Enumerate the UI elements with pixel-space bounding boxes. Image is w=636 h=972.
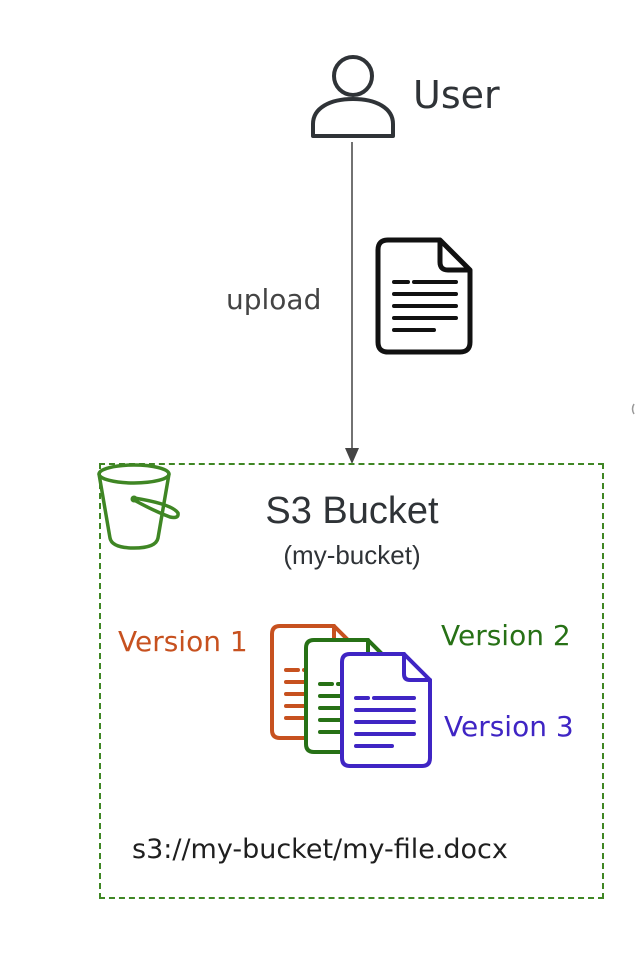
upload-arrow <box>345 142 359 464</box>
versions-stack <box>270 624 432 768</box>
user-icon <box>311 55 395 138</box>
version-3-label: Version 3 <box>444 710 574 743</box>
version-3-document-icon <box>340 652 432 768</box>
stray-mark <box>631 403 635 415</box>
object-path: s3://my-bucket/my-file.docx <box>132 834 508 865</box>
bucket-subtitle: (my-bucket) <box>283 540 421 570</box>
s3-bucket-icon <box>97 463 180 550</box>
upload-label: upload <box>226 283 322 316</box>
version-2-label: Version 2 <box>441 619 571 652</box>
user-label: User <box>413 73 500 117</box>
bucket-container <box>99 463 604 899</box>
document-icon <box>375 237 473 355</box>
version-1-label: Version 1 <box>118 625 248 658</box>
bucket-title: S3 Bucket <box>265 490 439 532</box>
